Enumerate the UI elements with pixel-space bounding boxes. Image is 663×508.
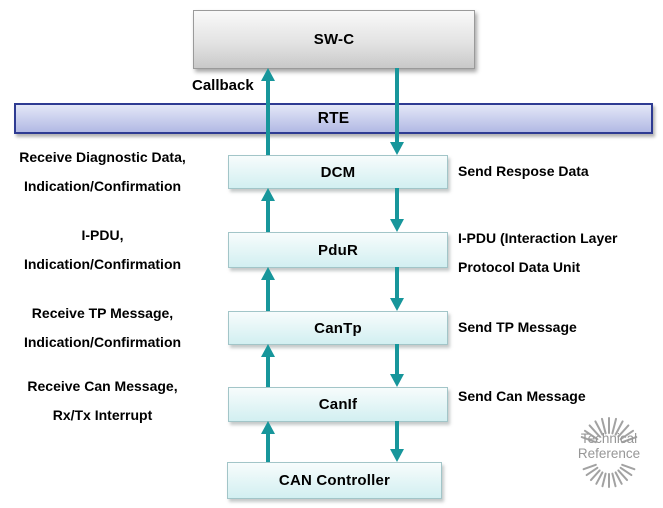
cantp-send-annotation: Send TP Message	[458, 319, 577, 335]
up-arrow-dcm-to-swc-icon	[261, 68, 275, 155]
pdur-receive-annotation-line1: I-PDU,	[81, 227, 124, 243]
can-controller-box: CAN Controller	[227, 462, 442, 499]
sunburst-rays-icon	[580, 417, 638, 488]
watermark-text-line2: Reference	[577, 446, 641, 461]
canif-box: CanIf	[228, 387, 448, 422]
arrowhead	[261, 188, 275, 201]
cantp-label: CanTp	[314, 319, 362, 337]
technical-reference-watermark: Technical Reference	[564, 410, 654, 500]
cantp-box: CanTp	[228, 311, 448, 345]
arrow-shaft	[395, 344, 399, 377]
swc-label: SW-C	[313, 31, 355, 48]
cantp-receive-annotation-line1: Receive TP Message,	[31, 305, 174, 321]
swc-box: SW-C	[193, 10, 475, 69]
dcm-send-annotation: Send Respose Data	[458, 163, 589, 179]
down-arrow-cantp-to-canif-icon	[390, 344, 404, 387]
arrow-shaft	[266, 354, 270, 387]
pdur-send-annotation-line2: Protocol Data Unit	[458, 259, 581, 275]
down-arrow-swc-to-dcm-icon	[390, 68, 404, 155]
up-arrow-pdur-to-dcm-icon	[261, 188, 275, 232]
rte-label: RTE	[317, 109, 350, 127]
arrowhead	[261, 267, 275, 280]
arrowhead	[390, 298, 404, 311]
dcm-receive-annotation-line2: Indication/Confirmation	[23, 178, 182, 194]
pdur-box: PduR	[228, 232, 448, 268]
arrow-shaft	[395, 68, 399, 145]
arrowhead	[261, 68, 275, 81]
pdur-send-annotation: I-PDU (Interaction Layer Protocol Data U…	[458, 224, 617, 282]
down-arrow-canif-to-cancontroller-icon	[390, 421, 404, 462]
arrowhead	[390, 142, 404, 155]
dcm-box: DCM	[228, 155, 448, 189]
canif-receive-annotation: Receive Can Message, Rx/Tx Interrupt	[0, 372, 205, 430]
arrowhead	[261, 344, 275, 357]
dcm-receive-annotation: Receive Diagnostic Data, Indication/Conf…	[0, 143, 205, 201]
up-arrow-cantp-to-pdur-icon	[261, 267, 275, 311]
arrow-shaft	[395, 267, 399, 301]
pdur-send-annotation-line1: I-PDU (Interaction Layer	[458, 230, 618, 246]
arrowhead	[390, 219, 404, 232]
dcm-receive-annotation-line1: Receive Diagnostic Data,	[19, 149, 186, 165]
arrow-shaft	[395, 421, 399, 452]
arrowhead	[390, 449, 404, 462]
arrow-shaft	[266, 198, 270, 232]
arrow-shaft	[266, 431, 270, 462]
canif-receive-annotation-line2: Rx/Tx Interrupt	[52, 407, 153, 423]
dcm-label: DCM	[320, 163, 356, 181]
pdur-receive-annotation-line2: Indication/Confirmation	[23, 256, 182, 272]
canif-label: CanIf	[318, 396, 358, 413]
pdur-label: PduR	[318, 241, 358, 259]
arrow-shaft	[266, 277, 270, 311]
up-arrow-canif-to-cantp-icon	[261, 344, 275, 387]
arrow-shaft	[266, 78, 270, 155]
cantp-receive-annotation: Receive TP Message, Indication/Confirmat…	[0, 299, 205, 357]
up-arrow-cancontroller-to-canif-icon	[261, 421, 275, 462]
down-arrow-pdur-to-cantp-icon	[390, 267, 404, 311]
canif-send-annotation: Send Can Message	[458, 388, 586, 404]
arrowhead	[390, 374, 404, 387]
arrow-shaft	[395, 188, 399, 222]
canif-receive-annotation-line1: Receive Can Message,	[27, 378, 178, 394]
pdur-receive-annotation: I-PDU, Indication/Confirmation	[0, 221, 205, 279]
arrowhead	[261, 421, 275, 434]
down-arrow-dcm-to-pdur-icon	[390, 188, 404, 232]
callback-annotation: Callback	[192, 77, 254, 94]
rte-bar: RTE	[14, 103, 653, 134]
cantp-receive-annotation-line2: Indication/Confirmation	[23, 334, 182, 350]
watermark-text-line1: Technical	[580, 431, 638, 446]
can-controller-label: CAN Controller	[278, 472, 391, 489]
